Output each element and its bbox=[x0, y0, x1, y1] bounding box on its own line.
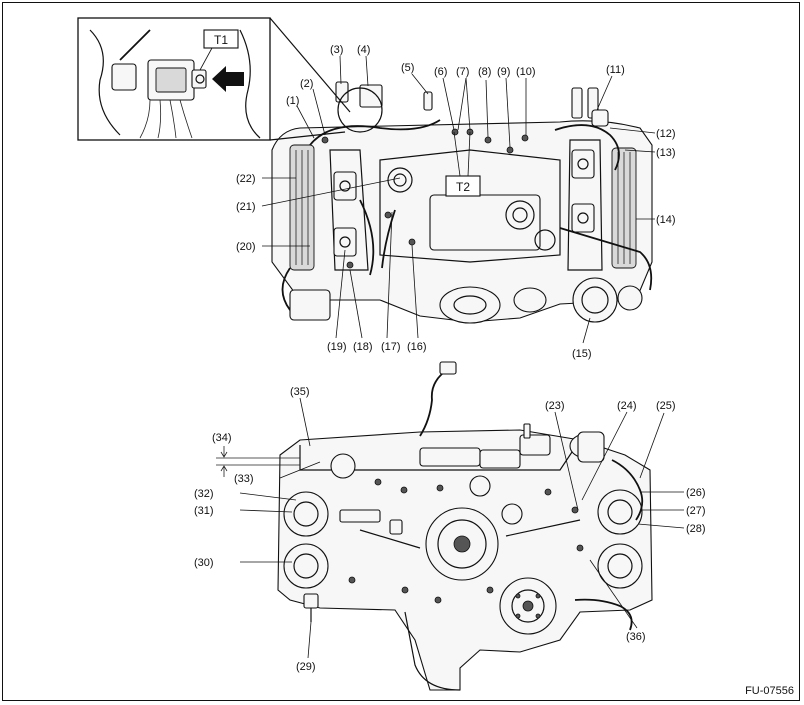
callout-17: (17) bbox=[381, 341, 401, 353]
callout-33: (33) bbox=[234, 473, 254, 485]
engine-front-view bbox=[216, 361, 653, 691]
callout-30: (30) bbox=[194, 557, 214, 569]
callout-35: (35) bbox=[290, 386, 310, 398]
t1-tag-label: T1 bbox=[214, 33, 228, 47]
callout-29: (29) bbox=[296, 661, 316, 673]
callout-34: (34) bbox=[212, 432, 232, 444]
callout-26: (26) bbox=[686, 487, 706, 499]
leader-lines bbox=[239, 55, 685, 659]
callout-5: (5) bbox=[401, 62, 414, 74]
callout-7: (7) bbox=[456, 66, 469, 78]
callout-11: (11) bbox=[606, 64, 625, 76]
callout-19: (19) bbox=[327, 341, 347, 353]
figure-code: FU-07556 bbox=[745, 685, 794, 697]
callout-25: (25) bbox=[656, 400, 676, 412]
callout-31: (31) bbox=[194, 505, 214, 517]
t2-tag-box bbox=[445, 175, 481, 197]
callout-36: (36) bbox=[626, 631, 646, 643]
callout-4: (4) bbox=[357, 44, 370, 56]
callout-13: (13) bbox=[656, 147, 676, 159]
inset-view bbox=[77, 17, 383, 141]
callout-16: (16) bbox=[407, 341, 427, 353]
t2-tag-label: T2 bbox=[456, 180, 470, 194]
callout-28: (28) bbox=[686, 523, 706, 535]
callout-6: (6) bbox=[434, 66, 447, 78]
engine-top-view bbox=[271, 81, 653, 324]
callout-18: (18) bbox=[353, 341, 373, 353]
callout-1: (1) bbox=[286, 95, 299, 107]
callout-22: (22) bbox=[236, 173, 256, 185]
callout-21: (21) bbox=[236, 201, 256, 213]
callout-15: (15) bbox=[572, 348, 592, 360]
t1-tag-box bbox=[203, 29, 239, 49]
callout-9: (9) bbox=[497, 66, 510, 78]
callout-8: (8) bbox=[478, 66, 491, 78]
callout-12: (12) bbox=[656, 128, 676, 140]
callout-3: (3) bbox=[330, 44, 343, 56]
callout-10: (10) bbox=[516, 66, 536, 78]
callout-27: (27) bbox=[686, 505, 706, 517]
callout-14: (14) bbox=[656, 214, 676, 226]
callout-23: (23) bbox=[545, 400, 565, 412]
callout-20: (20) bbox=[236, 241, 256, 253]
arrow-left-icon bbox=[212, 66, 244, 92]
callout-2: (2) bbox=[300, 78, 313, 90]
callout-labels: (1) (2) (3) (4) (5) (6) (7) (8) (9) (10)… bbox=[194, 33, 794, 697]
callout-32: (32) bbox=[194, 488, 214, 500]
callout-24: (24) bbox=[617, 400, 637, 412]
